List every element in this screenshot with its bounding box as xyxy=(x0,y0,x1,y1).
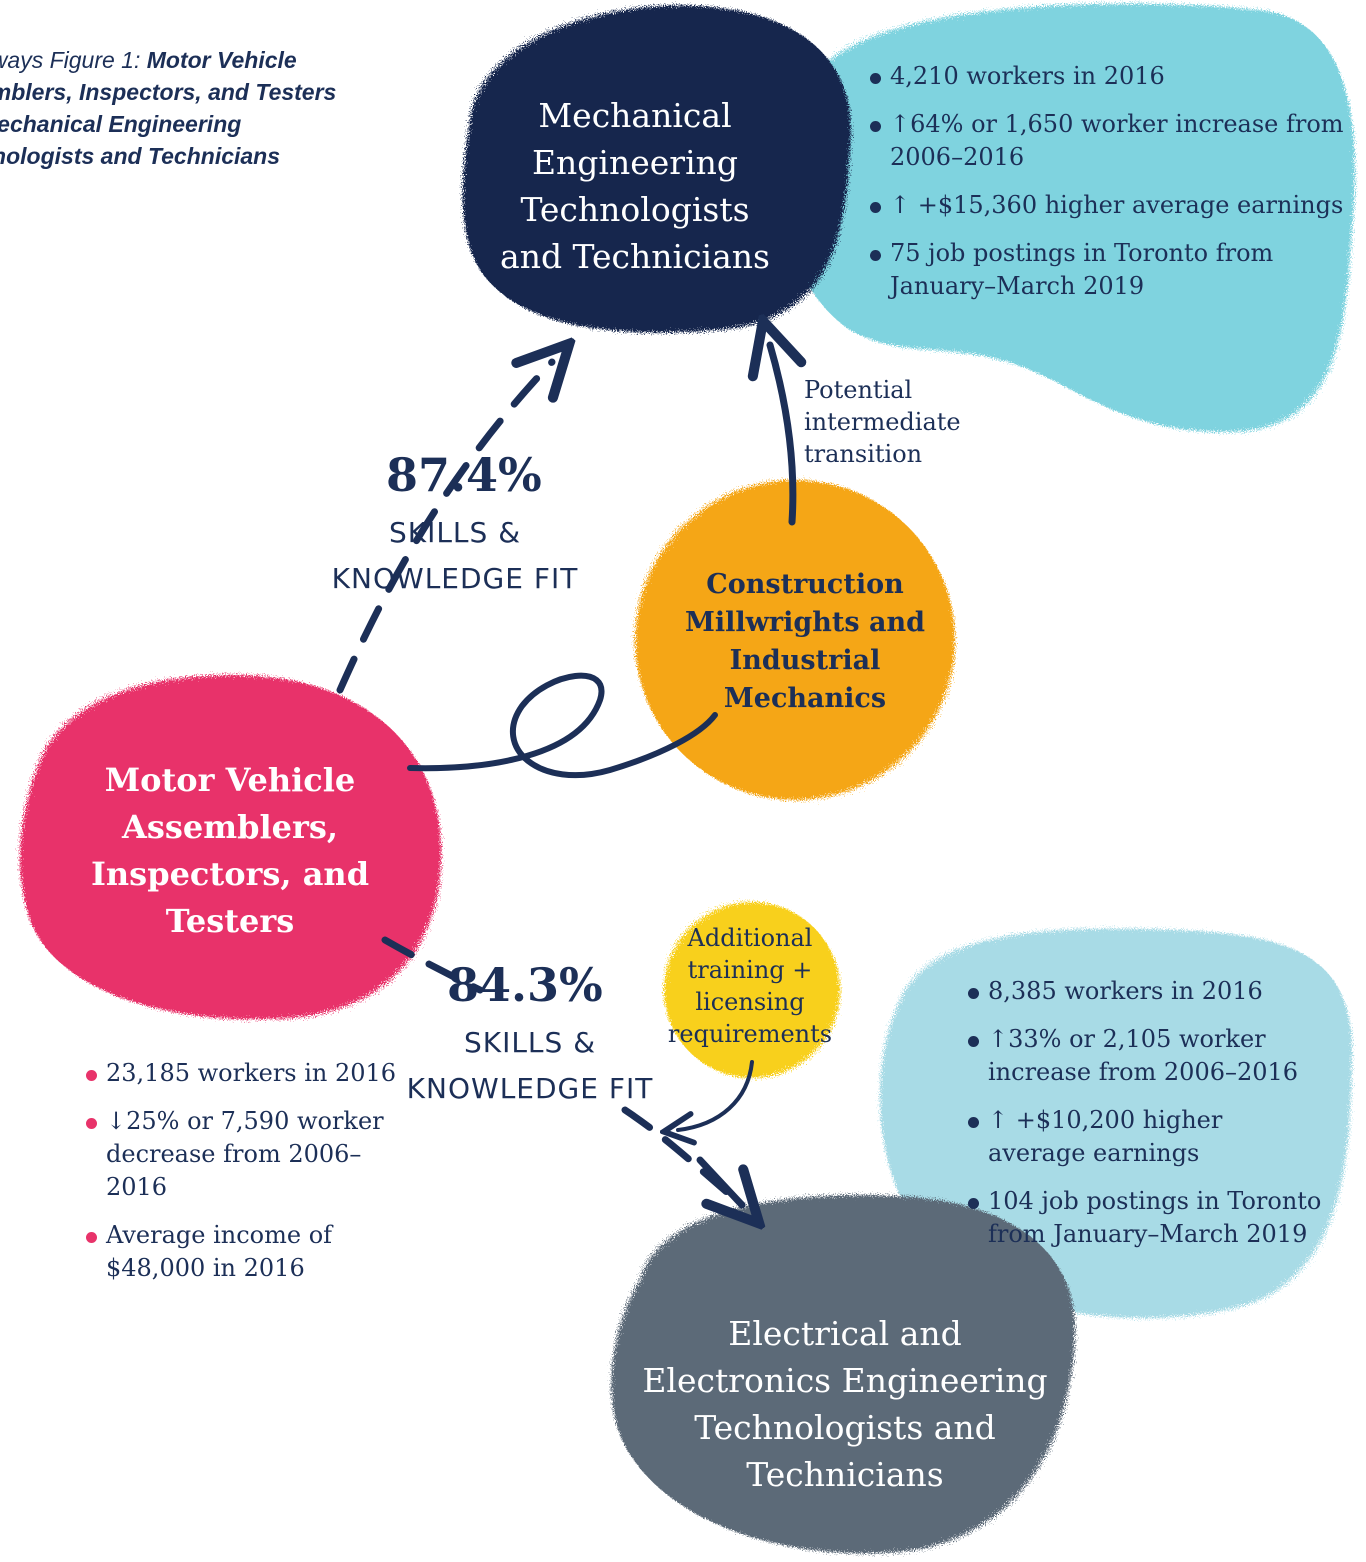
stat-item: 4,210 workers in 2016 xyxy=(868,60,1348,93)
stat-text: ↑ +$15,360 higher average earnings xyxy=(890,191,1344,219)
stat-item: ↓25% or 7,590 worker decrease from 2006–… xyxy=(84,1105,404,1204)
millwrights-node-label: Construction Millwrights and Industrial … xyxy=(660,566,950,718)
stat-item: ↑ +$10,200 higher average earnings xyxy=(966,1104,1326,1170)
arrow-motor-to-electrical-head xyxy=(696,1156,742,1205)
stat-text: ↑ +$10,200 higher average earnings xyxy=(988,1106,1223,1167)
electrical-label-line: Technologists and xyxy=(694,1408,996,1447)
figure-title-bold-2: emblers, Inspectors, and Testers xyxy=(0,79,337,105)
stat-text: 8,385 workers in 2016 xyxy=(988,977,1263,1005)
mechanical-label-line: and Technicians xyxy=(500,237,770,276)
bullet-icon xyxy=(968,1036,979,1047)
motor-node-blob xyxy=(19,674,442,1020)
electrical-fit-caption: SKILLS & KNOWLEDGE FIT xyxy=(405,1020,655,1112)
figure-title-line-4: hnologists and Technicians xyxy=(0,140,458,172)
mechanical-label-line: Mechanical xyxy=(538,96,732,135)
figure-title-bold-3: Mechanical Engineering xyxy=(0,111,242,137)
stat-item: ↑33% or 2,105 worker increase from 2006–… xyxy=(966,1023,1326,1089)
arrow-motor-to-mechanical xyxy=(336,362,552,694)
millwrights-label-line: Millwrights and xyxy=(685,607,925,638)
figure-title-prefix: hways Figure 1: xyxy=(0,47,141,73)
figure-title-line-1: hways Figure 1: Motor Vehicle xyxy=(0,44,458,76)
millwrights-label-line: Industrial xyxy=(729,645,881,676)
stat-text: Average income of $48,000 in 2016 xyxy=(106,1221,333,1282)
figure-title-line-3: Mechanical Engineering xyxy=(0,108,458,140)
bullet-icon xyxy=(870,73,881,84)
bullet-icon xyxy=(870,250,881,261)
bullet-icon xyxy=(968,988,979,999)
figure-title-bold-4: hnologists and Technicians xyxy=(0,143,281,169)
fit-caption-line: SKILLS & xyxy=(388,516,522,549)
stat-item: Average income of $48,000 in 2016 xyxy=(84,1219,404,1285)
arrow-training-to-path xyxy=(678,1060,754,1130)
motor-node-label: Motor Vehicle Assemblers, Inspectors, an… xyxy=(60,757,400,945)
potential-transition-note: Potential intermediate transition xyxy=(804,376,961,468)
bullet-icon xyxy=(86,1118,97,1129)
training-note-blob xyxy=(664,902,840,1078)
stat-text: 4,210 workers in 2016 xyxy=(890,62,1165,90)
electrical-stats-list: 8,385 workers in 2016 ↑33% or 2,105 work… xyxy=(966,975,1326,1266)
bullet-icon xyxy=(870,202,881,213)
bullet-icon xyxy=(870,121,881,132)
electrical-node-blob xyxy=(611,1194,1076,1554)
stat-text: 75 job postings in Toronto from January–… xyxy=(890,239,1274,300)
mechanical-stats-list: 4,210 workers in 2016 ↑64% or 1,650 work… xyxy=(868,60,1348,318)
mechanical-label-line: Engineering xyxy=(531,143,739,182)
mechanical-stats-blob xyxy=(782,3,1355,433)
fit-caption-line: KNOWLEDGE FIT xyxy=(331,562,579,595)
stat-item: 23,185 workers in 2016 xyxy=(84,1057,404,1090)
training-requirements-note: Additional training + licensing requirem… xyxy=(667,924,833,1048)
figure-title-bold-1: Motor Vehicle xyxy=(146,47,297,73)
stat-item: ↑64% or 1,650 worker increase from 2006–… xyxy=(868,108,1348,174)
stat-text: ↑64% or 1,650 worker increase from 2006–… xyxy=(890,110,1344,171)
stat-text: ↓25% or 7,590 worker decrease from 2006–… xyxy=(106,1107,384,1201)
millwrights-label-line: Construction xyxy=(706,569,904,600)
mechanical-node-blob xyxy=(462,5,852,333)
motor-label-line: Inspectors, and xyxy=(90,855,370,893)
fit-caption-line: KNOWLEDGE FIT xyxy=(406,1072,654,1105)
stat-text: ↑33% or 2,105 worker increase from 2006–… xyxy=(988,1025,1299,1086)
millwrights-label-line: Mechanics xyxy=(723,683,887,714)
motor-label-line: Assemblers, xyxy=(122,808,338,846)
bullet-icon xyxy=(968,1198,979,1209)
mechanical-fit-caption: SKILLS & KNOWLEDGE FIT xyxy=(330,510,580,602)
bullet-icon xyxy=(968,1117,979,1128)
electrical-fit-percent: 84.3% xyxy=(447,958,603,1012)
stat-text: 104 job postings in Toronto from January… xyxy=(988,1187,1322,1248)
millwrights-node-blob xyxy=(635,480,955,800)
motor-label-line: Testers xyxy=(165,902,295,940)
stat-text: 23,185 workers in 2016 xyxy=(106,1059,397,1087)
motor-stats-list: 23,185 workers in 2016 ↓25% or 7,590 wor… xyxy=(84,1057,404,1300)
bullet-icon xyxy=(86,1232,97,1243)
mechanical-node-label: Mechanical Engineering Technologists and… xyxy=(470,92,800,280)
electrical-label-line: Electronics Engineering xyxy=(642,1361,1048,1400)
stat-item: 75 job postings in Toronto from January–… xyxy=(868,237,1348,303)
loop-motor-to-millwrights xyxy=(407,672,718,778)
stat-item: ↑ +$15,360 higher average earnings xyxy=(868,189,1348,222)
electrical-node-label: Electrical and Electronics Engineering T… xyxy=(610,1310,1080,1498)
electrical-label-line: Electrical and xyxy=(728,1314,962,1353)
stat-item: 8,385 workers in 2016 xyxy=(966,975,1326,1008)
bullet-icon xyxy=(86,1070,97,1081)
figure-title-line-2: emblers, Inspectors, and Testers xyxy=(0,76,458,108)
mechanical-fit-percent: 87.4% xyxy=(386,448,542,502)
motor-label-line: Motor Vehicle xyxy=(104,761,356,799)
electrical-label-line: Technicians xyxy=(746,1455,944,1494)
figure-title: hways Figure 1: Motor Vehicle emblers, I… xyxy=(0,44,458,172)
arrow-millwrights-to-mechanical xyxy=(770,345,793,526)
fit-caption-line: SKILLS & xyxy=(463,1026,597,1059)
stat-item: 104 job postings in Toronto from January… xyxy=(966,1185,1326,1251)
mechanical-label-line: Technologists xyxy=(520,190,750,229)
